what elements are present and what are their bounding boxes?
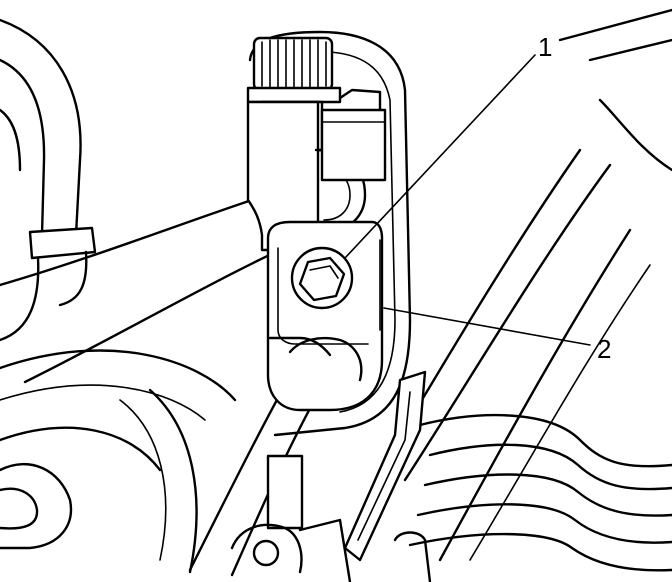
upper-left-hose xyxy=(0,18,97,342)
callout-2-label: 2 xyxy=(597,334,611,364)
strap xyxy=(343,370,427,562)
right-rails xyxy=(378,8,672,562)
callout-1-label: 1 xyxy=(538,32,552,62)
bracket-lower-clip xyxy=(288,336,363,382)
lower-right-tubing xyxy=(408,413,672,572)
bottom-fitting xyxy=(230,454,432,582)
lower-left-component xyxy=(0,349,237,574)
valve-housing xyxy=(248,30,412,437)
pipe-stub xyxy=(320,88,387,182)
callout-1-leader xyxy=(344,54,536,259)
callout-2-leader xyxy=(383,307,591,346)
hex-bolt xyxy=(290,246,354,310)
